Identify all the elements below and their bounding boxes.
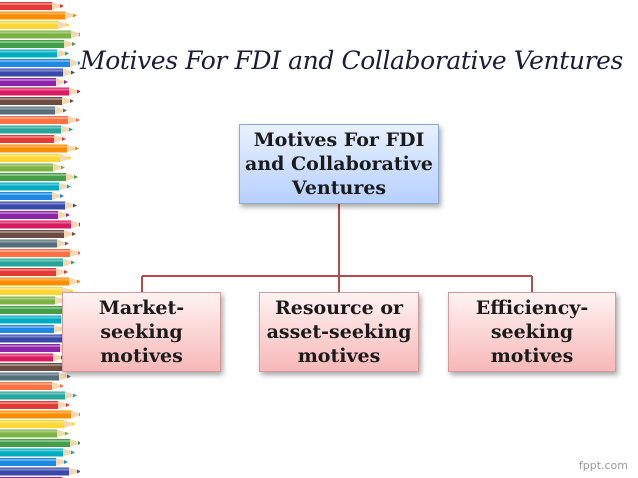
pencil (0, 2, 64, 10)
pencil (0, 126, 73, 134)
pencil (0, 411, 80, 419)
pencil (0, 249, 80, 257)
pencil (0, 69, 75, 77)
pencil (0, 401, 70, 409)
pencil (0, 325, 66, 333)
pencil (0, 97, 74, 105)
pencil (0, 278, 80, 286)
pencil (0, 21, 70, 29)
pencil (0, 116, 80, 124)
pencil (0, 430, 69, 438)
pencil (0, 40, 76, 48)
child-node-label: Efficiency- seeking motives (476, 296, 588, 368)
pencil (0, 202, 77, 210)
pencil (0, 392, 77, 400)
pencil (0, 183, 71, 191)
pencil (0, 221, 80, 229)
pencil (0, 164, 65, 172)
pencil (0, 59, 80, 67)
pencil (0, 88, 80, 96)
pencil (0, 240, 69, 248)
child-node-resource-seeking: Resource or asset-seeking motives (259, 292, 419, 372)
pencil (0, 145, 79, 153)
child-node-market-seeking: Market- seeking motives (62, 292, 221, 372)
pencil (0, 230, 76, 238)
pencil (0, 439, 80, 447)
pencil (0, 135, 66, 143)
pencil (0, 354, 65, 362)
pencil (0, 12, 77, 20)
child-node-efficiency-seeking: Efficiency- seeking motives (448, 292, 616, 372)
footer-watermark: fppt.com (579, 459, 628, 472)
pencil (0, 107, 67, 115)
pencil (0, 31, 80, 39)
child-node-label: Resource or asset-seeking motives (267, 296, 412, 368)
pencil (0, 173, 78, 181)
pencil (0, 382, 64, 390)
colored-pencils-border (0, 0, 80, 478)
pencil (0, 449, 75, 457)
pencil (0, 458, 68, 466)
pencil (0, 420, 76, 428)
pencil (0, 259, 75, 267)
pencil (0, 50, 69, 58)
pencil (0, 192, 64, 200)
pencil (0, 373, 71, 381)
pencil (0, 211, 70, 219)
pencil (0, 468, 80, 476)
pencil (0, 78, 68, 86)
root-node: Motives For FDI and Collaborative Ventur… (239, 124, 439, 204)
slide-title: Motives For FDI and Collaborative Ventur… (80, 46, 623, 75)
pencil (0, 154, 72, 162)
pencil (0, 297, 67, 305)
child-node-label: Market- seeking motives (99, 296, 184, 368)
pencil (0, 268, 68, 276)
root-node-label: Motives For FDI and Collaborative Ventur… (245, 128, 433, 200)
